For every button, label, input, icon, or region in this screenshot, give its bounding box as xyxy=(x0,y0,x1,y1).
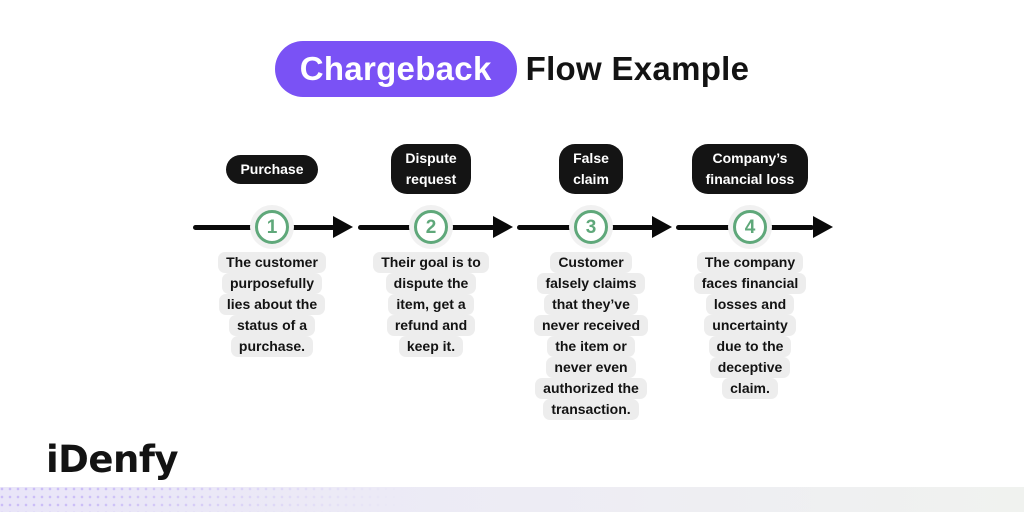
description-line: lies about the xyxy=(218,294,326,315)
brand-logo: iDenfy xyxy=(46,438,179,481)
step-circle: 3 xyxy=(574,210,608,244)
description-line: The company xyxy=(694,252,807,273)
description-line: keep it. xyxy=(373,336,489,357)
description-line: never received xyxy=(533,315,649,336)
arrowhead-icon xyxy=(493,216,513,238)
description-line: uncertainty xyxy=(694,315,807,336)
description-line: never even xyxy=(534,357,648,378)
step-circle: 2 xyxy=(414,210,448,244)
description-line: the item or xyxy=(534,336,648,357)
description-line: item, get a xyxy=(373,294,489,315)
description-line: due to the xyxy=(694,336,807,357)
description-line: The customer xyxy=(218,252,326,273)
description-line: losses and xyxy=(694,294,807,315)
arrowhead-icon xyxy=(333,216,353,238)
step-number-circle: 1 xyxy=(250,205,294,249)
description-line: deceptive xyxy=(694,357,807,378)
description-line: claim. xyxy=(694,378,807,399)
description-line: authorized the xyxy=(534,378,648,399)
description-line: Their goal is to xyxy=(373,252,489,273)
step-circle: 1 xyxy=(255,210,289,244)
description-line: that they’ve xyxy=(534,294,648,315)
arrowhead-icon xyxy=(652,216,672,238)
description-line: status of a xyxy=(218,315,326,336)
description-line: faces financial xyxy=(693,273,807,294)
step-number: 1 xyxy=(266,216,278,238)
step-label-pill: Purchase xyxy=(226,154,318,184)
description-line: Customer xyxy=(534,252,648,273)
arrowhead-icon xyxy=(813,216,833,238)
step-number: 2 xyxy=(425,216,437,238)
title-highlight-pill: Chargeback xyxy=(274,41,517,97)
step-label-wrap: Purchase xyxy=(226,140,318,198)
description-line: dispute the xyxy=(373,273,489,294)
description-line: refund and xyxy=(373,315,489,336)
step-number-circle: 4 xyxy=(728,205,772,249)
step-number-circle: 3 xyxy=(569,205,613,249)
footer-gradient-strip xyxy=(0,487,1024,512)
description-line: falsely claims xyxy=(534,273,648,294)
step-number: 3 xyxy=(585,216,597,238)
step-number: 4 xyxy=(744,216,756,238)
title-text: Flow Example xyxy=(525,50,750,87)
step-circle: 4 xyxy=(733,210,767,244)
description-line: transaction. xyxy=(534,399,648,420)
description-line: purposefully xyxy=(218,273,326,294)
step-number-circle: 2 xyxy=(409,205,453,249)
description-line: purchase. xyxy=(218,336,326,357)
page-title: Chargeback Flow Example xyxy=(0,41,1024,97)
